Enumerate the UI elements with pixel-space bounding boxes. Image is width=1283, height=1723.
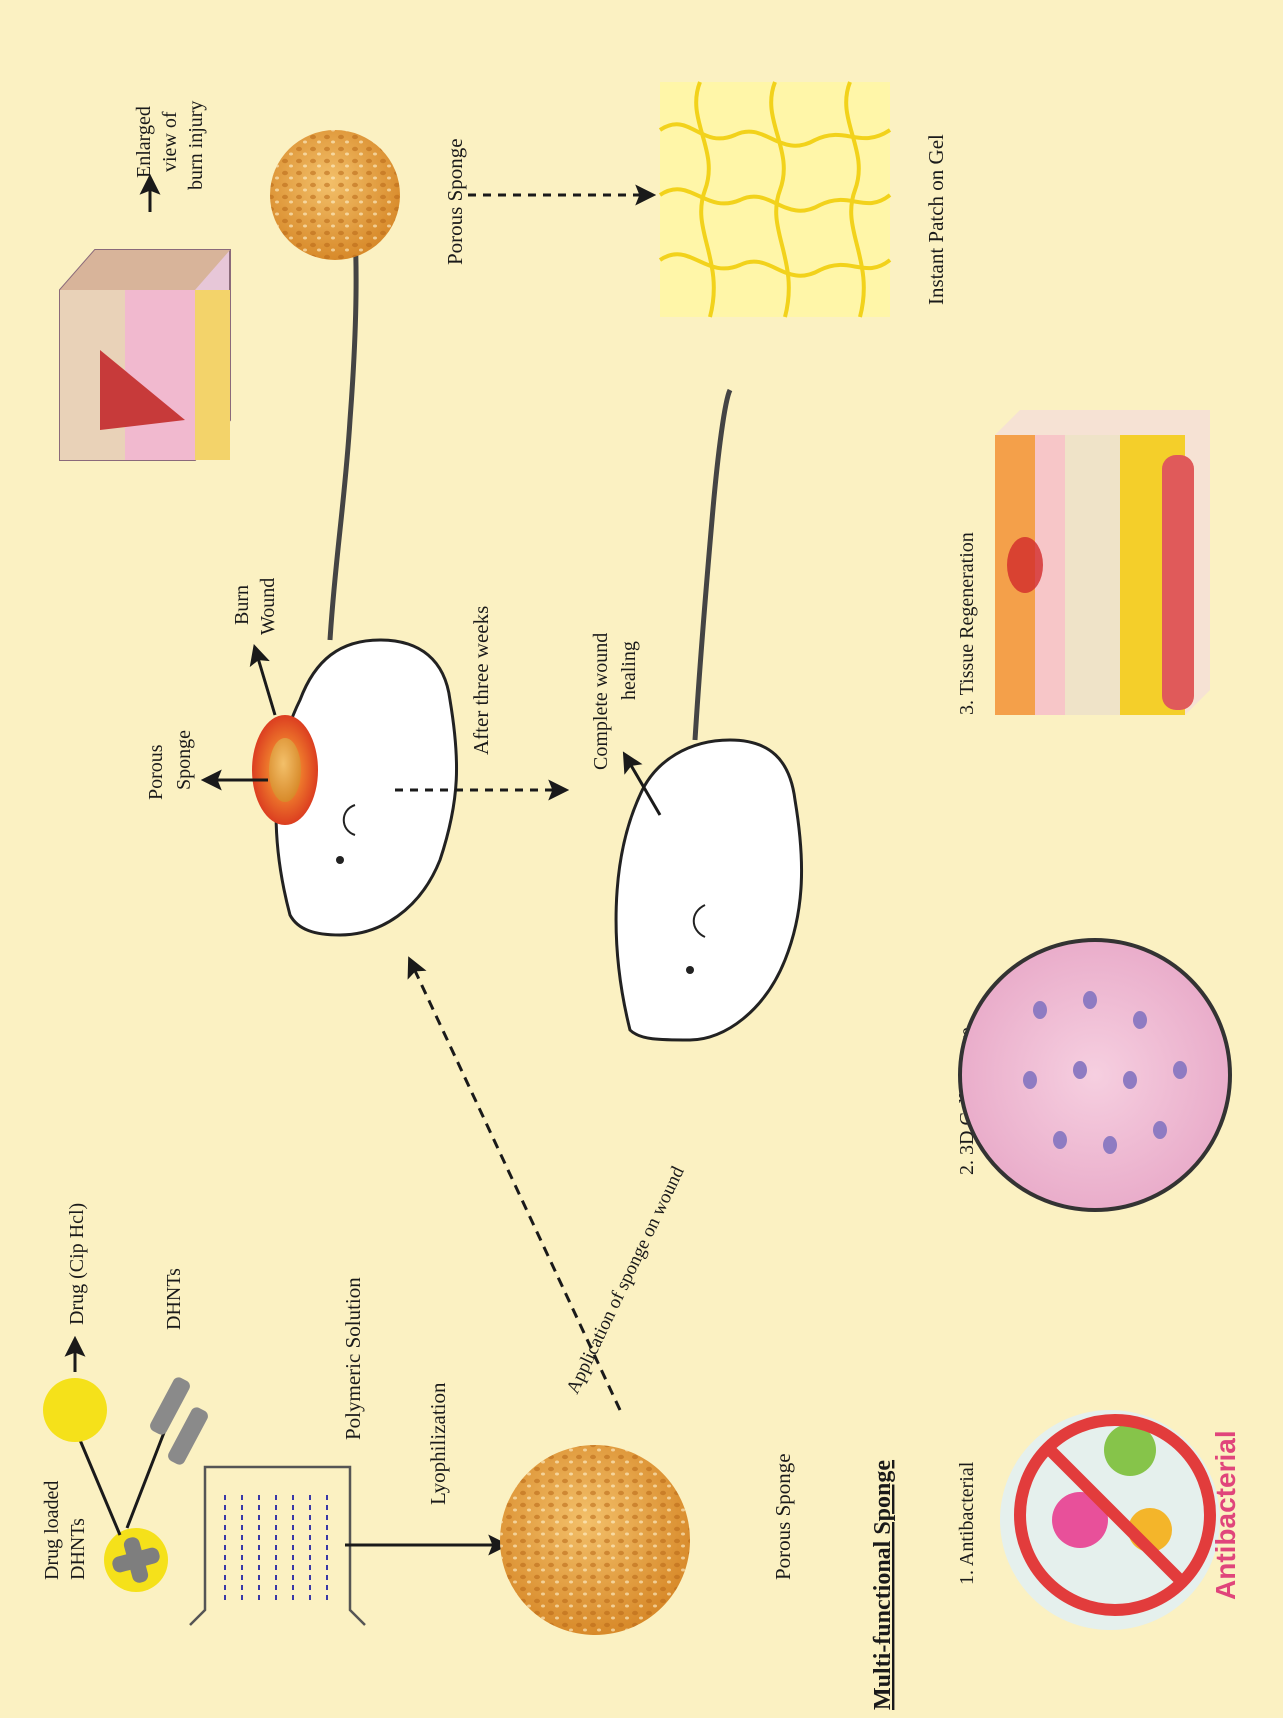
drug-circle-icon bbox=[43, 1378, 107, 1442]
multi-functional-title: Multi-functional Sponge bbox=[870, 1460, 896, 1710]
antibacterial-item-label: 1. Antibacterial bbox=[956, 1461, 978, 1585]
dhnts-label: DHNTs bbox=[163, 1268, 185, 1330]
skin-block-icon bbox=[60, 250, 230, 460]
complete-wound-label: Complete wound bbox=[590, 633, 612, 770]
wound-label: Wound bbox=[257, 578, 279, 635]
sponge-label: Sponge bbox=[173, 730, 195, 790]
gel-patch-icon bbox=[660, 82, 890, 317]
drug-label: Drug (Cip Hcl) bbox=[66, 1203, 88, 1325]
sponge-icon bbox=[500, 1445, 690, 1635]
applied-sponge bbox=[269, 738, 301, 802]
burn-injury-label: burn injury bbox=[185, 101, 207, 190]
porous-sponge-main-label: Porous Sponge bbox=[771, 1453, 795, 1580]
antibacterial-logo-text: Antibacterial bbox=[1210, 1430, 1241, 1600]
healing-label: healing bbox=[618, 641, 640, 700]
cell-culture-icon bbox=[960, 940, 1230, 1210]
sponge-small-icon bbox=[270, 130, 400, 260]
lyophilization-label: Lyophilization bbox=[426, 1382, 450, 1505]
burn-label: Burn bbox=[231, 585, 253, 625]
tissue-regeneration-icon bbox=[995, 410, 1210, 715]
tissue-item-label: 3. Tissue Regeneration bbox=[956, 532, 978, 715]
porous-sponge-top-label: Porous Sponge bbox=[443, 138, 467, 265]
view-of-label: view of bbox=[159, 111, 181, 172]
porous-label: Porous bbox=[145, 744, 167, 800]
instant-patch-label: Instant Patch on Gel bbox=[924, 134, 948, 305]
drug-loaded-label-2: DHNTs bbox=[67, 1518, 89, 1580]
after-three-weeks-label: After three weeks bbox=[469, 606, 493, 755]
enlarged-label: Enlarged bbox=[133, 106, 155, 178]
drug-loaded-label: Drug loaded bbox=[41, 1481, 63, 1580]
polymeric-solution-label: Polymeric Solution bbox=[341, 1277, 365, 1440]
